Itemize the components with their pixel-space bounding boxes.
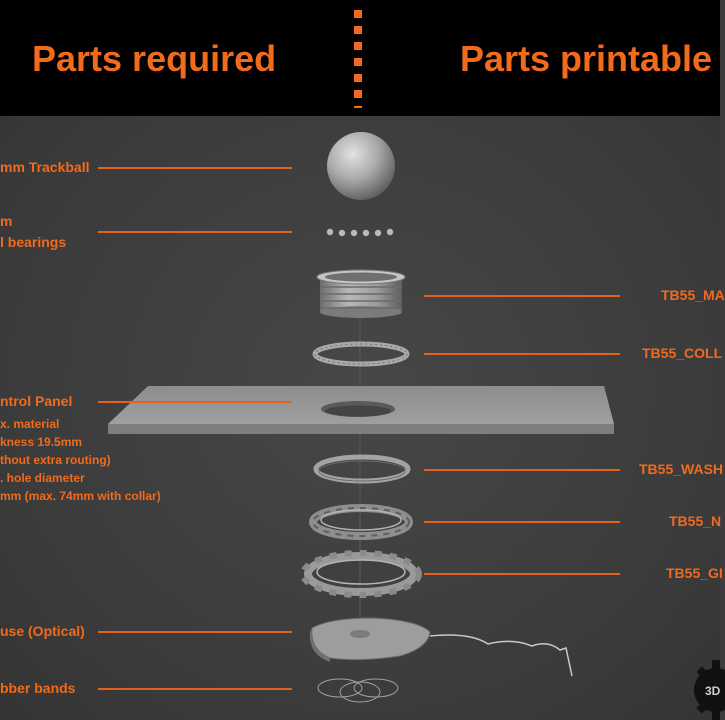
- tb55-gi-model: [300, 550, 422, 598]
- label-rubber-bands: bber bands: [0, 680, 76, 696]
- optical-mouse-model: [309, 617, 573, 677]
- leader-gi: [424, 573, 620, 575]
- tb55-wash-model: [313, 454, 411, 484]
- panel-note-4: . hole diameter: [0, 471, 85, 485]
- dashed-divider: [354, 10, 362, 108]
- leader-trackball: [98, 167, 292, 169]
- header-bar: Parts required Parts printable: [0, 0, 720, 116]
- label-tb55-ma: TB55_MA: [661, 287, 725, 303]
- label-tb55-gi: TB55_GI: [666, 565, 723, 581]
- parts-required-title: Parts required: [32, 38, 277, 79]
- label-control-panel: ntrol Panel: [0, 393, 73, 409]
- watermark-text: 3D: [705, 684, 721, 698]
- panel-note-5: mm (max. 74mm with collar): [0, 489, 161, 503]
- leader-coll: [424, 353, 620, 355]
- tb55-ma-model: [316, 269, 406, 318]
- ball-bearings-model: [326, 228, 394, 237]
- control-panel-model: [108, 386, 614, 434]
- leader-control-panel: [98, 401, 292, 403]
- leader-wash: [424, 469, 620, 471]
- label-bearings-2: l bearings: [0, 234, 67, 250]
- label-bearings-1: m: [0, 213, 13, 229]
- label-trackball: mm Trackball: [0, 159, 90, 175]
- parts-printable-title: Parts printable: [460, 38, 713, 79]
- gear-logo-icon: [694, 660, 725, 720]
- leader-mouse: [98, 631, 292, 633]
- panel-note-2: kness 19.5mm: [0, 435, 83, 449]
- leader-ma: [424, 295, 620, 297]
- tb55-n-model: [309, 504, 413, 540]
- rubber-bands-model: [317, 678, 399, 703]
- panel-note-3: thout extra routing): [0, 453, 111, 467]
- tb55-coll-model: [312, 341, 410, 367]
- label-tb55-n: TB55_N: [669, 513, 722, 529]
- leader-rubber-bands: [98, 688, 292, 690]
- label-mouse: use (Optical): [0, 623, 85, 639]
- trackball-model: [327, 132, 395, 200]
- label-tb55-wash: TB55_WASH: [639, 461, 724, 477]
- panel-note-1: x. material: [0, 417, 60, 431]
- leader-n: [424, 521, 620, 523]
- leader-bearings: [98, 231, 292, 233]
- label-tb55-coll: TB55_COLL: [642, 345, 723, 361]
